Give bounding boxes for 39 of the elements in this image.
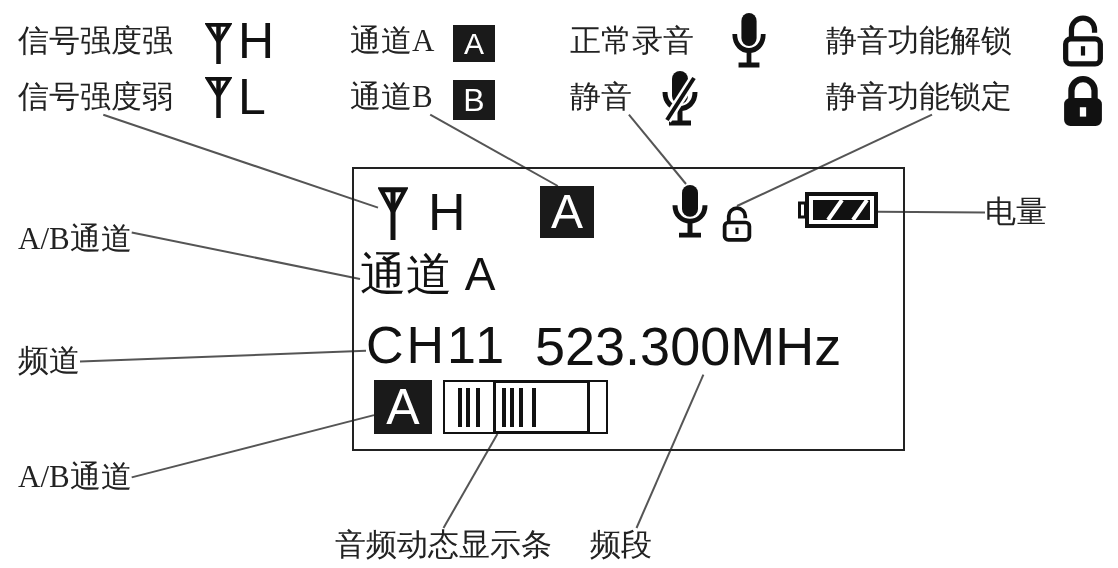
callout-label: 频道 (18, 344, 80, 379)
lcd-screen (352, 167, 905, 451)
leader-line (877, 210, 986, 214)
leader-line (130, 231, 361, 280)
symbol-label: 通道A (350, 24, 435, 59)
signal-level-letter: H (428, 186, 466, 238)
channel-indicator: A (540, 186, 594, 238)
symbol-label: 静音功能解锁 (826, 24, 1012, 59)
symbol-label: 通道B (350, 80, 433, 115)
leader-line (442, 433, 499, 529)
symbol-label: 静音功能锁定 (826, 80, 1012, 115)
leader-line (429, 113, 559, 187)
callout-label: A/B通道 (18, 222, 132, 257)
callout-label: 频段 (590, 528, 652, 563)
microphone-icon (670, 184, 710, 238)
channel-name-text: 通道 A (360, 250, 496, 299)
leader-line (79, 349, 367, 363)
signal-level-letter: H (238, 16, 275, 66)
audio-level-meter (443, 380, 608, 434)
symbol-label: 信号强度弱 (18, 80, 173, 115)
channel-indicator: A (453, 25, 495, 62)
unlocked-padlock-icon (722, 206, 752, 242)
battery-icon (798, 192, 878, 228)
signal-level-letter: L (238, 72, 266, 122)
leader-line (102, 113, 379, 209)
channel-indicator: B (453, 80, 495, 120)
leader-line (627, 113, 687, 185)
leader-line (130, 414, 375, 479)
channel-indicator: A (374, 380, 432, 434)
callout-label: 电量 (985, 195, 1047, 230)
leader-line (736, 113, 933, 207)
leader-line (635, 373, 705, 529)
symbol-label: 信号强度强 (18, 24, 173, 59)
channel-number-text: CH11 (366, 318, 508, 373)
frequency-text: 523.300MHz (535, 318, 842, 375)
callout-label: A/B通道 (18, 460, 132, 495)
callout-label: 音频动态显示条 (335, 528, 552, 563)
symbol-label: 静音 (570, 80, 632, 115)
symbol-label: 正常录音 (570, 24, 694, 59)
